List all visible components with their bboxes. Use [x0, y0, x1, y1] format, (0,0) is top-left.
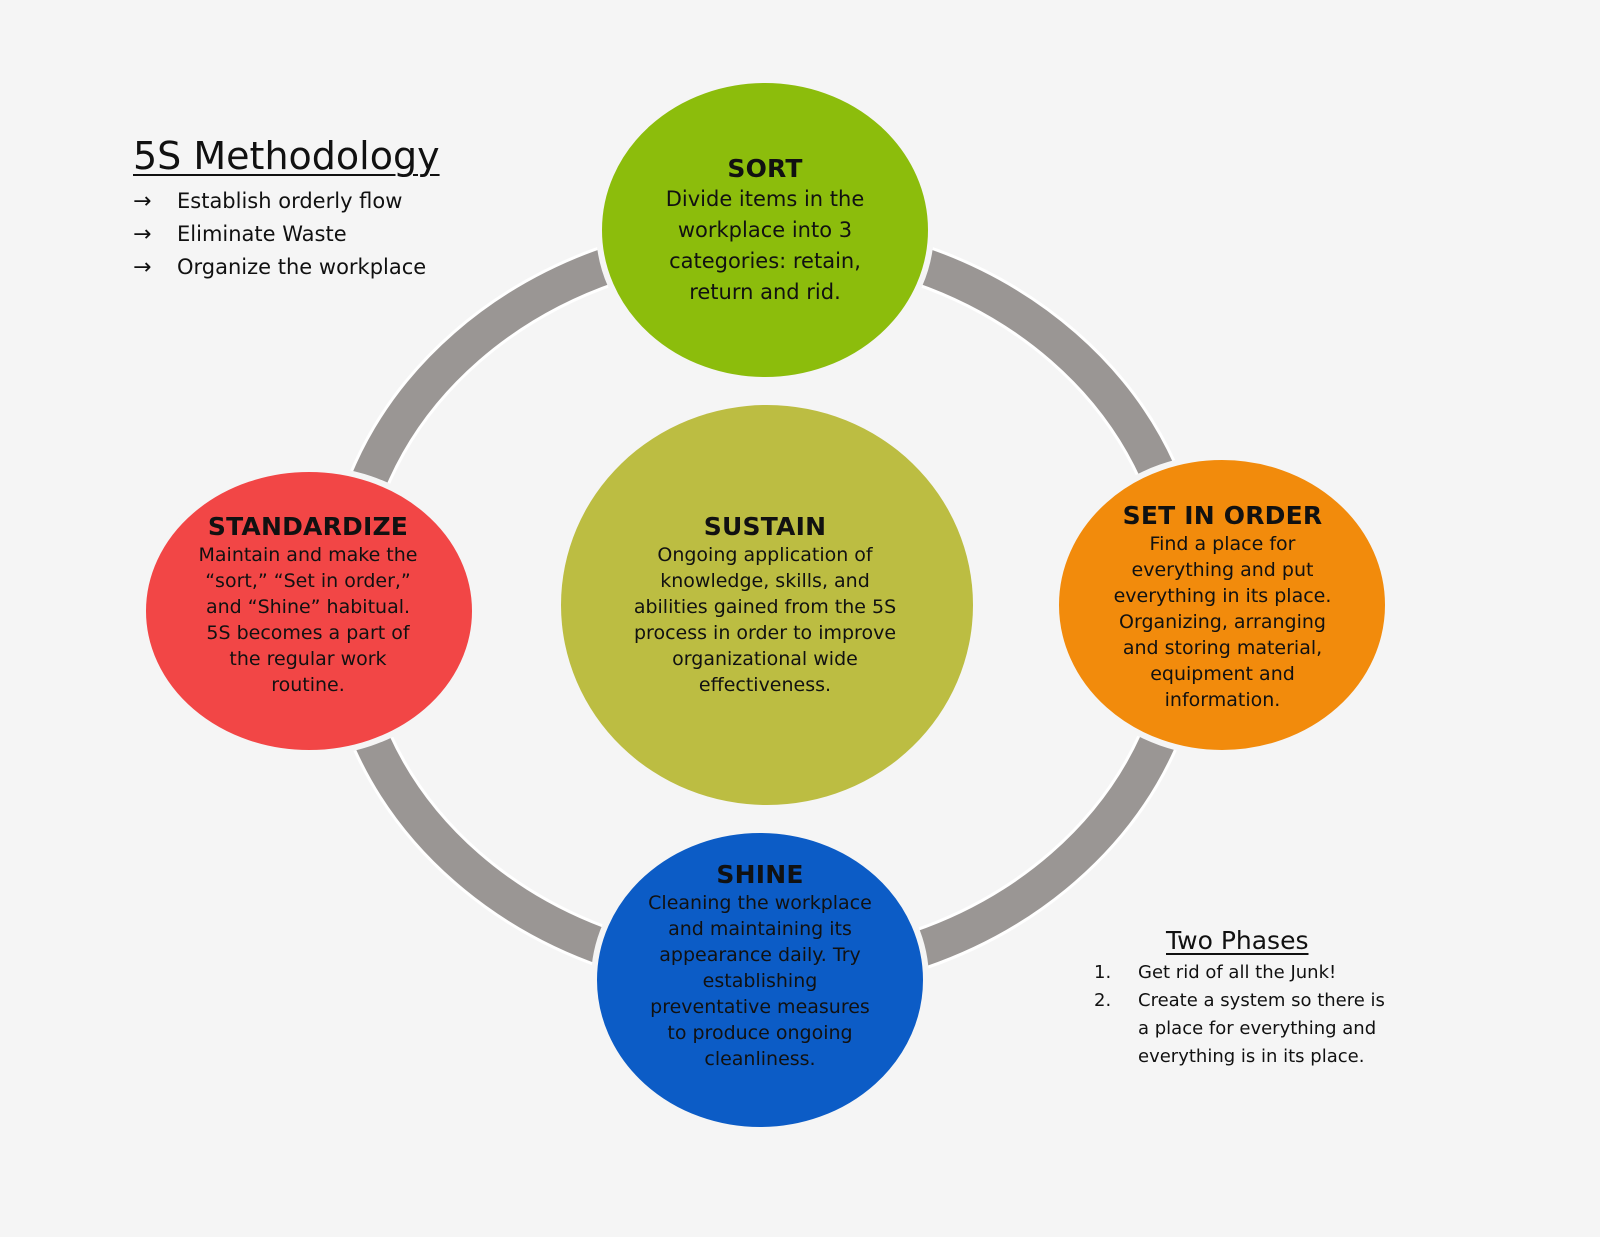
- sustain-node: SUSTAIN Ongoing application of knowledge…: [610, 512, 920, 698]
- shine-description: Cleaning the workplace and maintaining i…: [648, 892, 872, 1070]
- set-in-order-title: SET IN ORDER: [1122, 501, 1323, 530]
- sort-description: Divide items in the workplace into 3 cat…: [665, 187, 865, 304]
- intro-item-label: Establish orderly flow: [177, 189, 403, 213]
- sustain-title: SUSTAIN: [703, 512, 827, 541]
- right-arrow-icon: →: [133, 222, 152, 247]
- set-in-order-node: SET IN ORDER Find a place for everything…: [1095, 501, 1350, 713]
- right-arrow-icon: →: [133, 255, 152, 280]
- standardize-node: STANDARDIZE Maintain and make the “sort,…: [168, 512, 448, 698]
- phase-item: 2. Create a system so there is a place f…: [1092, 987, 1422, 1071]
- intro-panel: 5S Methodology → Establish orderly flow …: [133, 133, 440, 284]
- intro-title: 5S Methodology: [133, 134, 440, 178]
- standardize-description: Maintain and make the “sort,” “Set in or…: [198, 544, 418, 696]
- sustain-description: Ongoing application of knowledge, skills…: [633, 544, 897, 696]
- phase-item: 1. Get rid of all the Junk!: [1092, 959, 1422, 987]
- right-arrow-icon: →: [133, 189, 152, 214]
- standardize-circle: [140, 466, 478, 756]
- phase-text: Get rid of all the Junk!: [1138, 962, 1337, 983]
- shine-title: SHINE: [716, 860, 804, 889]
- shine-node: SHINE Cleaning the workplace and maintai…: [625, 860, 895, 1072]
- set-in-order-circle: [1053, 454, 1391, 756]
- intro-item-label: Eliminate Waste: [177, 222, 347, 246]
- sort-title: SORT: [727, 154, 803, 183]
- intro-item-label: Organize the workplace: [177, 255, 427, 279]
- two-phases-panel: Two Phases 1. Get rid of all the Junk! 2…: [1092, 925, 1422, 1071]
- phases-title: Two Phases: [1166, 926, 1309, 955]
- phase-text: Create a system so there is a place for …: [1138, 990, 1385, 1067]
- intro-item: → Eliminate Waste: [133, 218, 440, 251]
- shine-circle: [591, 827, 929, 1133]
- phase-number: 2.: [1094, 990, 1112, 1011]
- standardize-title: STANDARDIZE: [207, 512, 409, 541]
- sustain-circle: [561, 405, 973, 805]
- sort-node: SORT Divide items in the workplace into …: [615, 154, 915, 308]
- intro-item: → Establish orderly flow: [133, 185, 440, 218]
- sort-circle: [596, 77, 934, 383]
- intro-item: → Organize the workplace: [133, 251, 440, 284]
- phase-number: 1.: [1094, 962, 1112, 983]
- set-in-order-description: Find a place for everything and put ever…: [1113, 533, 1332, 711]
